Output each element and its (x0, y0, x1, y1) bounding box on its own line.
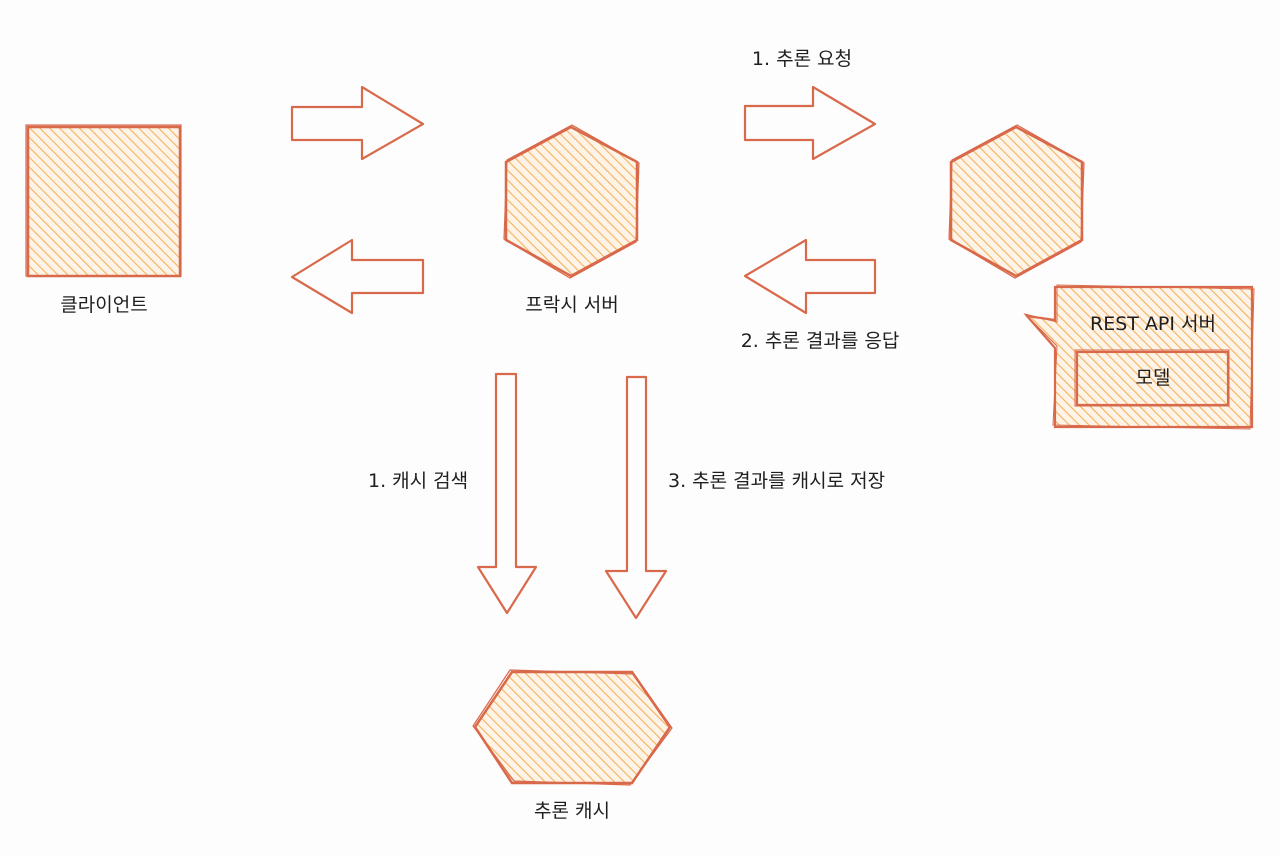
arrow-rest-to-proxy (743, 238, 877, 315)
model-label: 모델 (1135, 367, 1171, 389)
cache-label: 추론 캐시 (534, 800, 610, 822)
edge-label-return-result: 2. 추론 결과를 응답 (740, 330, 900, 352)
rest-server-label: REST API 서버 (1090, 313, 1216, 335)
arrow-cache-store (604, 375, 668, 620)
proxy-label: 프락시 서버 (525, 294, 619, 316)
proxy-node[interactable] (503, 124, 640, 279)
arrow-client-to-proxy (290, 85, 425, 161)
edge-label-cache-store: 3. 추론 결과를 캐시로 저장 (668, 470, 886, 492)
arrow-cache-search (476, 372, 538, 615)
client-label: 클라이언트 (60, 294, 148, 316)
edge-label-inference-request: 1. 추론 요청 (751, 48, 853, 70)
client-node[interactable] (25, 124, 182, 278)
cache-node[interactable] (472, 669, 673, 786)
arrow-proxy-to-rest (743, 85, 877, 161)
edge-label-cache-search: 1. 캐시 검색 (368, 470, 469, 492)
arrow-proxy-to-client (290, 238, 425, 315)
model-node[interactable] (1074, 349, 1230, 407)
rest-server-node[interactable] (948, 124, 1085, 279)
